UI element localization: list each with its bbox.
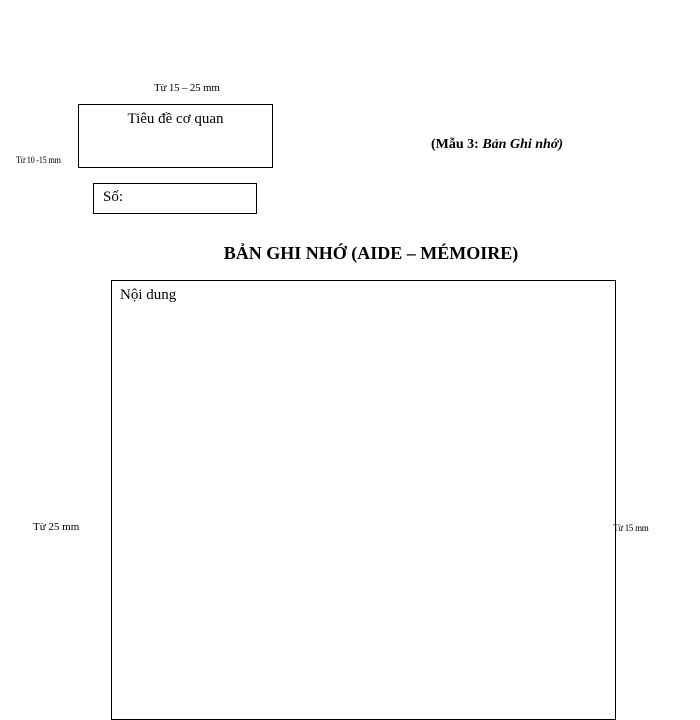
right-margin-label: Từ 15 mm xyxy=(613,523,649,533)
agency-title-box: Tiêu đề cơ quan xyxy=(78,104,273,168)
form-template-label-name: Bản Ghi nhớ) xyxy=(482,137,563,152)
content-label: Nội dung xyxy=(120,287,177,303)
form-template-label: (Mẫu 3: Bản Ghi nhớ) xyxy=(431,137,563,153)
document-title: BẢN GHI NHỚ (AIDE – MÉMOIRE) xyxy=(223,243,519,263)
form-template-label-prefix: (Mẫu 3: xyxy=(431,137,483,152)
agency-left-margin-label: Từ 10 -15 mm xyxy=(16,155,61,165)
left-margin-label: Từ 25 mm xyxy=(33,521,80,533)
top-margin-label: Từ 15 – 25 mm xyxy=(154,82,220,94)
agency-title: Tiêu đề cơ quan xyxy=(127,111,224,127)
document-number-box: Số: xyxy=(93,183,257,214)
content-box: Nội dung xyxy=(111,280,616,720)
document-number-label: Số: xyxy=(103,189,124,205)
